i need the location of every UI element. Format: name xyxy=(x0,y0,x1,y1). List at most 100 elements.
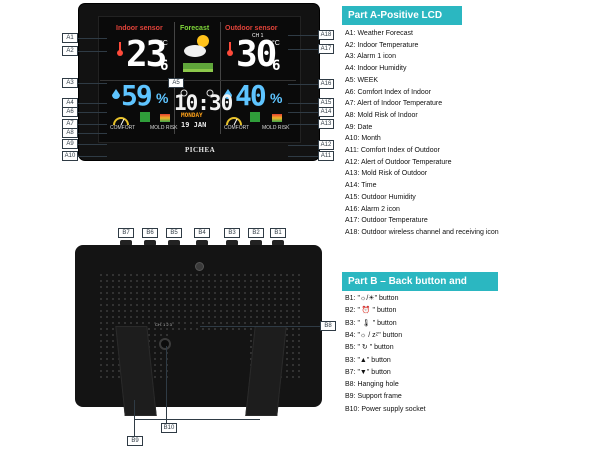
outdoor-comfort-label: COMFORT xyxy=(224,125,250,131)
lcd-divider-right xyxy=(220,22,221,134)
hanging-hole xyxy=(195,262,204,271)
callout-line xyxy=(77,51,107,52)
callout-line xyxy=(288,84,318,85)
indoor-humidity: 59 xyxy=(121,79,153,112)
back-top-button-b3[interactable] xyxy=(226,240,238,246)
callout-a3: A3 xyxy=(62,78,78,88)
callout-a5: A5 xyxy=(168,78,184,88)
callout-a9: A9 xyxy=(62,139,78,149)
outdoor-channel: CH 1 xyxy=(252,33,264,39)
indoor-thermometer-icon xyxy=(116,41,124,62)
callout-a1: A1 xyxy=(62,33,78,43)
part-a-item: A16: Alarm 2 icon xyxy=(345,205,400,213)
sun-cloud-forecast-icon xyxy=(181,33,215,80)
back-top-button-b4[interactable] xyxy=(196,240,208,246)
callout-a8: A8 xyxy=(62,128,78,138)
part-a-item: A10: Month xyxy=(345,135,381,143)
part-a-item: A6: Comfort Index of Indoor xyxy=(345,88,431,96)
alarm-2-icon xyxy=(206,84,214,102)
callout-b6: B6 xyxy=(142,228,158,238)
part-a-item: A15: Outdoor Humidity xyxy=(345,193,416,201)
callout-a6: A6 xyxy=(62,107,78,117)
part-a-header: Part A-Positive LCD xyxy=(342,6,462,25)
outdoor-humidity-percent: % xyxy=(270,90,283,106)
callout-a18: A18 xyxy=(318,30,334,40)
indoor-temp-decimal: 6 xyxy=(160,58,169,74)
part-a-item: A14: Time xyxy=(345,182,377,190)
indoor-comfort-label: COMFORT xyxy=(110,125,136,131)
part-a-item: A3: Alarm 1 icon xyxy=(345,53,396,61)
part-a-item: A1: Weather Forecast xyxy=(345,30,413,37)
part-a-item: A7: Alert of Indoor Temperature xyxy=(345,100,443,108)
callout-b1: B1 xyxy=(270,228,286,238)
callout-line xyxy=(288,103,318,104)
part-b-item: B1: "☼/☀" button xyxy=(345,295,399,302)
part-a-item: A18: Outdoor wireless channel and receiv… xyxy=(345,228,499,236)
part-a-item: A5: WEEK xyxy=(345,76,379,84)
date-display: 19 JAN xyxy=(181,121,207,129)
indoor-temp-alert-icon xyxy=(140,112,150,122)
callout-b5: B5 xyxy=(166,228,182,238)
callout-a12: A12 xyxy=(318,140,334,150)
part-b-item: B2: " ⏰ " button xyxy=(345,307,397,315)
part-a-item: A13: Mold Risk of Outdoor xyxy=(345,170,428,178)
part-a-item: A8: Mold Risk of Indoor xyxy=(345,111,418,119)
part-b-item: B4: "☼ / zᶻ" button xyxy=(345,331,403,339)
callout-a2: A2 xyxy=(62,46,78,56)
channel-switch-label: CH. 1 2 3 xyxy=(155,322,172,327)
alarm-1-icon xyxy=(180,84,188,102)
callout-line xyxy=(288,112,318,113)
callout-a14: A14 xyxy=(318,107,334,117)
callout-a13: A13 xyxy=(318,119,334,129)
outdoor-mold-risk-icon xyxy=(272,114,282,122)
weekday-display: MONDAY xyxy=(181,112,203,119)
callout-line xyxy=(77,133,107,134)
outdoor-thermometer-icon xyxy=(226,41,234,62)
outdoor-humidity: 40 xyxy=(235,79,267,112)
indoor-humidity-percent: % xyxy=(156,90,169,106)
back-top-button-b7[interactable] xyxy=(120,240,132,246)
callout-a17: A17 xyxy=(318,44,334,54)
brand-logo: PICHEA xyxy=(185,146,216,154)
part-b-item: B9: Support frame xyxy=(345,393,402,401)
back-top-button-b2[interactable] xyxy=(250,240,262,246)
outdoor-temp-alert-icon xyxy=(250,112,260,122)
power-socket[interactable] xyxy=(159,338,171,350)
indoor-comfort-gauge-icon xyxy=(113,113,129,131)
callout-b10: B10 xyxy=(161,423,177,433)
indoor-sensor-title: Indoor sensor xyxy=(116,25,163,32)
callout-line xyxy=(77,103,107,104)
part-b-item: B7: "▼" button xyxy=(345,368,391,376)
callout-b2: B2 xyxy=(248,228,264,238)
back-top-button-b6[interactable] xyxy=(144,240,156,246)
callout-b10-line xyxy=(166,346,167,423)
callout-b4: B4 xyxy=(194,228,210,238)
part-a-item: A4: Indoor Humidity xyxy=(345,65,407,73)
outdoor-comfort-gauge-icon xyxy=(226,113,242,131)
part-a-item: A2: Indoor Temperature xyxy=(345,41,419,49)
part-b-item: B3: "▲" button xyxy=(345,356,391,364)
callout-b9: B9 xyxy=(127,436,143,446)
callout-line xyxy=(288,35,318,36)
callout-a10: A10 xyxy=(62,151,78,161)
forecast-title: Forecast xyxy=(180,25,210,32)
part-b-header: Part B – Back button and power xyxy=(342,272,498,306)
callout-line xyxy=(77,156,107,157)
callout-b9-line-h xyxy=(134,419,260,420)
indoor-mold-risk-icon xyxy=(160,114,170,122)
time-display: 10:30 xyxy=(174,91,233,115)
callout-b8: B8 xyxy=(320,321,336,331)
outdoor-mold-risk-label: MOLD RISK xyxy=(262,125,290,131)
back-top-button-b5[interactable] xyxy=(168,240,180,246)
part-b-item: B8: Hanging hole xyxy=(345,381,399,389)
outdoor-temperature: 30 xyxy=(236,34,277,75)
callout-line xyxy=(288,156,318,157)
callout-line xyxy=(288,49,318,50)
indoor-mold-risk-label: MOLD RISK xyxy=(150,125,178,131)
callout-line xyxy=(288,124,318,125)
part-a-item: A9: Date xyxy=(345,123,373,131)
outdoor-humidity-drop-icon xyxy=(224,86,232,104)
back-top-button-b1[interactable] xyxy=(272,240,284,246)
callout-line xyxy=(77,83,107,84)
callout-line xyxy=(77,124,107,125)
